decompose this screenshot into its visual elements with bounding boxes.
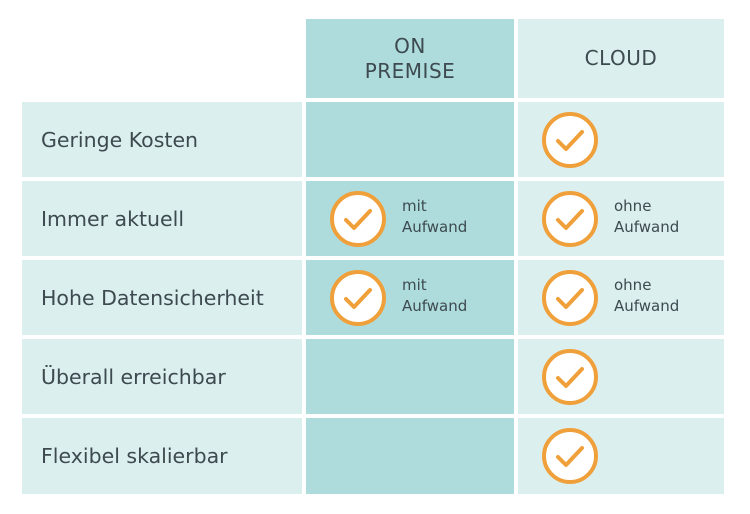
check-circle-icon bbox=[329, 269, 387, 327]
row-label-cell: Hohe Datensicherheit bbox=[22, 260, 302, 335]
header-on-premise: ON PREMISE bbox=[306, 19, 514, 98]
effort-note-line1: mit bbox=[402, 197, 427, 215]
on-premise-cell bbox=[306, 339, 514, 414]
header-on-premise-line1: ON bbox=[394, 33, 426, 58]
check-circle-icon bbox=[541, 348, 599, 406]
row-label: Immer aktuell bbox=[41, 206, 185, 231]
row-label: Flexibel skalierbar bbox=[41, 444, 228, 468]
row-label: Überall erreichbar bbox=[41, 364, 226, 389]
row-label-cell: Überall erreichbar bbox=[22, 339, 302, 414]
effort-note-line2: Aufwand bbox=[402, 297, 468, 315]
cloud-cell bbox=[518, 339, 724, 414]
effort-note-line1: mit bbox=[402, 276, 427, 294]
row-label-cell: Geringe Kosten bbox=[22, 102, 302, 177]
effort-note-line1: ohne bbox=[614, 276, 652, 294]
on-premise-cell bbox=[306, 418, 514, 494]
effort-note-line2: Aufwand bbox=[402, 218, 468, 236]
check-circle-icon bbox=[541, 269, 599, 327]
check-circle-icon bbox=[541, 111, 599, 169]
on-premise-cell bbox=[306, 102, 514, 177]
row-label: Hohe Datensicherheit bbox=[41, 285, 264, 310]
check-circle-icon bbox=[329, 190, 387, 248]
cloud-cell bbox=[518, 102, 724, 177]
header-cloud: CLOUD bbox=[518, 19, 724, 98]
effort-note-line1: ohne bbox=[614, 197, 652, 215]
effort-note-line2: Aufwand bbox=[614, 297, 680, 315]
row-label: Geringe Kosten bbox=[41, 127, 199, 152]
check-circle-icon bbox=[541, 190, 599, 248]
cloud-cell bbox=[518, 418, 724, 494]
header-on-premise-line2: PREMISE bbox=[364, 58, 456, 83]
effort-note-line2: Aufwand bbox=[614, 218, 680, 236]
row-label-cell: Flexibel skalierbar bbox=[22, 418, 302, 494]
header-cloud-label: CLOUD bbox=[584, 46, 658, 70]
row-label-cell: Immer aktuell bbox=[22, 181, 302, 256]
check-circle-icon bbox=[541, 427, 599, 485]
